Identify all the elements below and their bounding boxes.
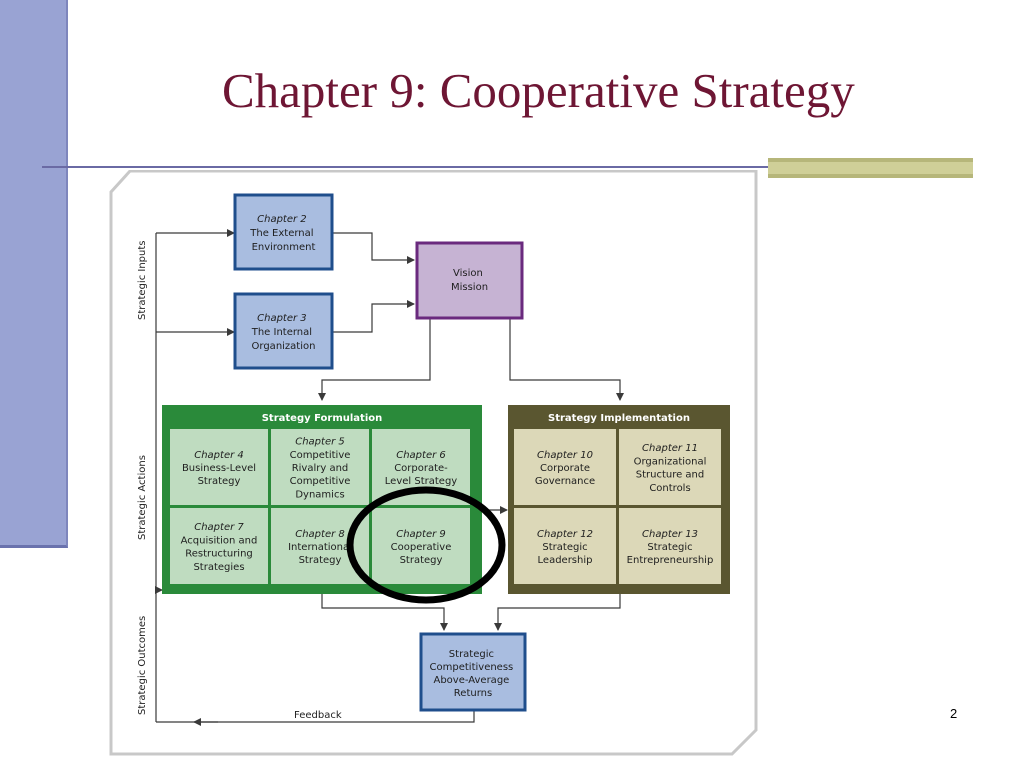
- formulation-cell-2-line-2: Level Strategy: [385, 476, 458, 487]
- formulation-cell-3: [170, 508, 268, 584]
- strategy-diagram: Strategic Inputs Strategic Actions Strat…: [108, 170, 760, 756]
- formulation-cell-5-line-1: Cooperative: [391, 542, 452, 553]
- formulation-cell-3-line-0: Chapter 7: [194, 522, 244, 533]
- implementation-cell-3-line-0: Chapter 13: [642, 529, 698, 540]
- chapter-3-text: Chapter 3 The Internal Organization: [251, 313, 316, 352]
- outcomes-line2: Competitiveness: [430, 662, 514, 673]
- outcomes-line1: Strategic: [449, 649, 494, 660]
- formulation-cell-1-line-4: Dynamics: [295, 489, 344, 500]
- chapter-2-line1: The External: [249, 228, 313, 239]
- formulation-cell-4-line-0: Chapter 8: [295, 529, 345, 540]
- formulation-cell-3-line-3: Strategies: [193, 562, 244, 573]
- accent-bar: [768, 158, 973, 178]
- chapter-9-highlight-oval: [346, 486, 506, 604]
- vision-mission-box: [415, 241, 524, 320]
- formulation-cell-4-line-1: International: [288, 542, 352, 553]
- formulation-cell-0-line-2: Strategy: [198, 476, 241, 487]
- implementation-cell-0-line-0: Chapter 10: [537, 450, 593, 461]
- implementation-cell-1-line-2: Structure and: [636, 470, 705, 481]
- implementation-cell-0: [514, 429, 616, 505]
- chapter-2-title: Chapter 2: [257, 214, 307, 225]
- arrow-formulation-to-outcomes: [321, 594, 448, 631]
- implementation-cell-3-line-1: Strategic: [647, 542, 692, 553]
- formulation-cell-0-line-1: Business-Level: [182, 463, 256, 474]
- outcomes-line3: Above-Average: [433, 675, 509, 686]
- outcomes-box: [419, 632, 527, 712]
- formulation-cell-1-line-0: Chapter 5: [295, 437, 345, 448]
- implementation-cell-3: [619, 508, 721, 584]
- implementation-cell-1-line-1: Organizational: [634, 456, 707, 467]
- formulation-cell-5: [372, 508, 470, 584]
- formulation-cell-5-line-0: Chapter 9: [396, 529, 446, 540]
- side-label-outcomes: Strategic Outcomes: [137, 616, 148, 715]
- formulation-cell-text-2: Chapter 6 Corporate- Level Strategy: [385, 450, 458, 487]
- implementation-cell-3-line-2: Entrepreneurship: [627, 555, 714, 566]
- chapter-2-box: [233, 193, 334, 271]
- formulation-cell-1-line-3: Competitive: [290, 476, 351, 487]
- chapter-3-line2: Organization: [252, 341, 316, 352]
- formulation-header: Strategy Formulation: [262, 413, 383, 424]
- arrow-ch3-to-vision: [332, 300, 415, 333]
- implementation-cell-2-line-0: Chapter 12: [537, 529, 593, 540]
- implementation-header: Strategy Implementation: [548, 413, 690, 424]
- formulation-cell-3-line-2: Restructuring: [185, 549, 253, 560]
- vision-mission-text: Vision Mission: [451, 268, 488, 293]
- implementation-cell-1-line-0: Chapter 11: [642, 443, 698, 454]
- side-label-actions: Strategic Actions: [137, 455, 148, 540]
- formulation-cell-0-line-0: Chapter 4: [194, 450, 244, 461]
- arrow-implementation-to-outcomes: [494, 594, 621, 631]
- chapter-3-title: Chapter 3: [257, 313, 307, 324]
- side-label-inputs: Strategic Inputs: [137, 241, 148, 321]
- implementation-cell-0-line-2: Governance: [535, 476, 595, 487]
- chapter-3-box: [233, 292, 334, 370]
- feedback-label: Feedback: [294, 710, 342, 721]
- chapter-2-line2: Environment: [252, 242, 316, 253]
- left-accent-bar: [0, 0, 68, 548]
- outcomes-text: Strategic Competitiveness Above-Average …: [430, 649, 517, 699]
- arrow-vision-to-implementation: [509, 318, 624, 401]
- formulation-cell-5-line-2: Strategy: [400, 555, 443, 566]
- slide-title: Chapter 9: Cooperative Strategy: [222, 63, 855, 118]
- implementation-cell-0-line-1: Corporate: [540, 463, 590, 474]
- arrow-vision-to-formulation: [318, 318, 431, 401]
- implementation-cell-1-line-3: Controls: [649, 483, 690, 494]
- page-number: 2: [950, 706, 958, 721]
- implementation-cell-1: [619, 429, 721, 505]
- chapter-2-text: Chapter 2 The External Environment: [249, 214, 316, 253]
- outcomes-line4: Returns: [454, 688, 492, 699]
- implementation-cell-2-line-2: Leadership: [538, 555, 593, 566]
- mission-label: Mission: [451, 282, 488, 293]
- formulation-cell-2-line-0: Chapter 6: [396, 450, 446, 461]
- formulation-cell-1: [271, 429, 369, 505]
- arrow-ch2-to-vision: [332, 232, 415, 264]
- formulation-cell-1-line-1: Competitive: [290, 450, 351, 461]
- formulation-cell-0: [170, 429, 268, 505]
- chapter-3-line1: The Internal: [251, 327, 312, 338]
- title-rule: [42, 166, 772, 168]
- implementation-cell-2-line-1: Strategic: [542, 542, 587, 553]
- formulation-cell-2-line-1: Corporate-: [394, 463, 448, 474]
- vision-label: Vision: [453, 268, 483, 279]
- formulation-cell-3-line-1: Acquisition and: [181, 535, 258, 546]
- implementation-cell-2: [514, 508, 616, 584]
- formulation-cell-4-line-2: Strategy: [299, 555, 342, 566]
- formulation-cell-1-line-2: Rivalry and: [292, 463, 349, 474]
